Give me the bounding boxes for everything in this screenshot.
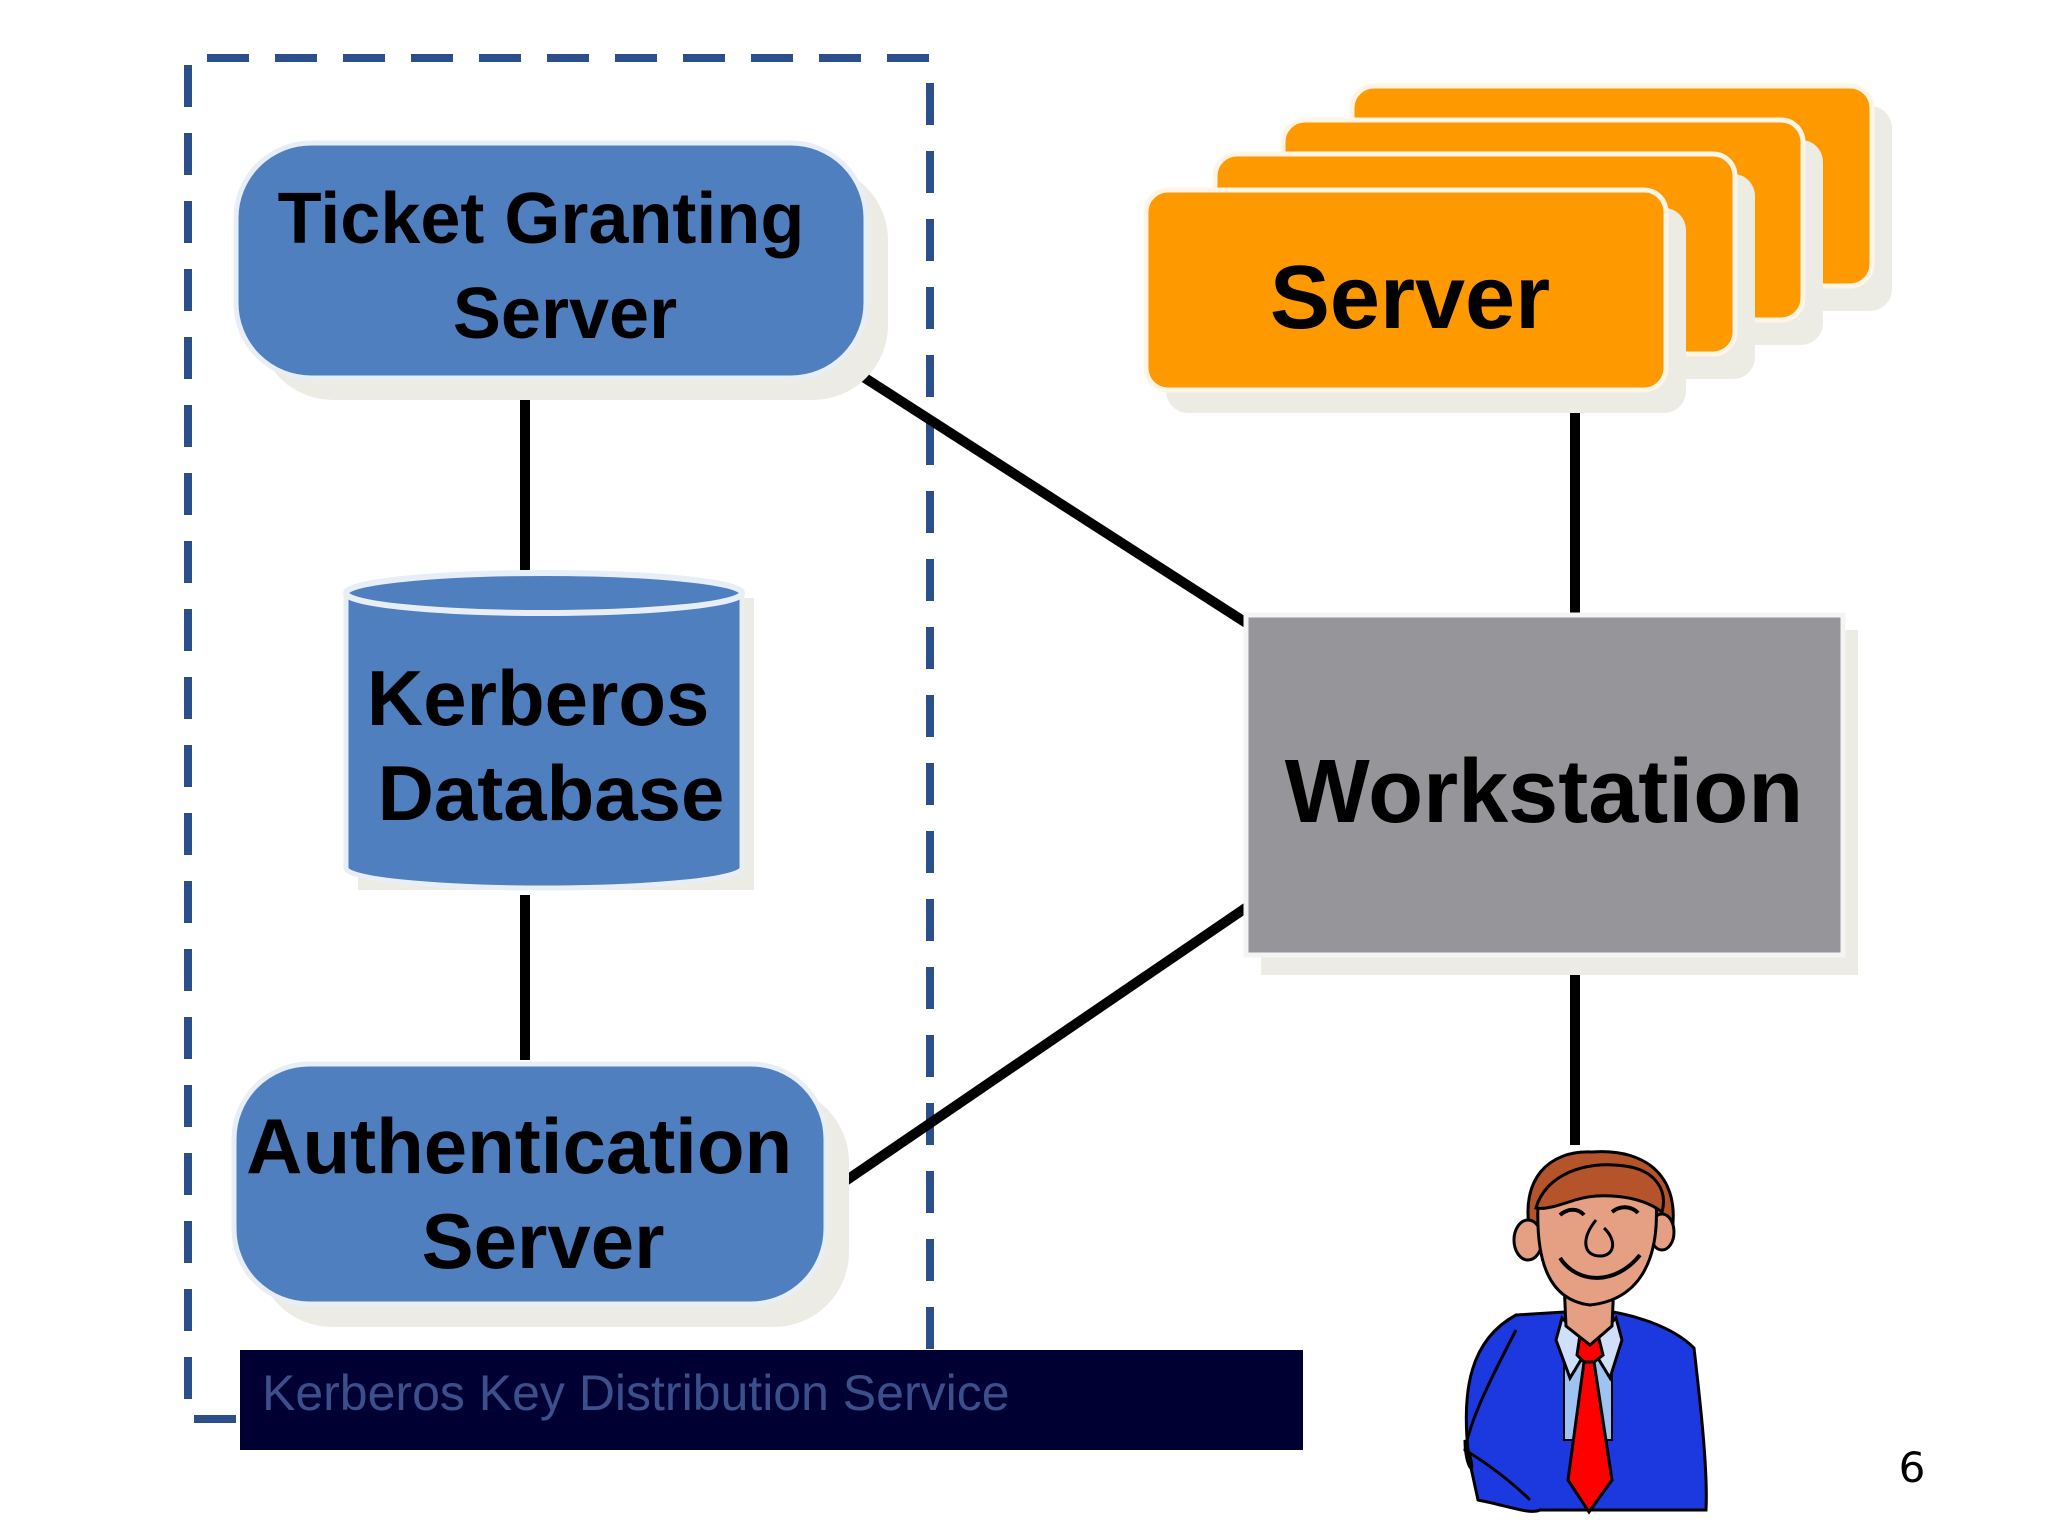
tgs-workstation-connector [837,357,1268,640]
server-stack: Server [1143,83,1892,413]
connectors [520,357,1580,1202]
database-label-line2: Database [378,749,725,837]
kdc-boundary [184,54,934,1423]
auth-label-line1: Authentication [246,1102,792,1190]
kdc-label-bar: Kerberos Key Distribution Service [240,1350,1303,1450]
svg-text:Ticket Granting Server: Ticket Granting Server [278,179,825,354]
page-number: 6 [1899,1443,1926,1492]
svg-text:Authentication Server: Authentication Server [246,1102,814,1285]
svg-text:Kerberos Database: Kerberos Database [367,654,731,837]
workstation-label: Workstation [1285,742,1803,842]
tgs-label-line1: Ticket Granting [278,179,805,259]
ticket-granting-server-box: Ticket Granting Server [233,140,888,400]
businessman-cartoon-icon [1463,1150,1708,1515]
server-card-front: Server [1143,187,1686,413]
server-label: Server [1270,248,1550,348]
tgs-label-line2: Server [453,274,677,354]
kerberos-database-cylinder: Kerberos Database [343,570,754,891]
auth-label-line2: Server [422,1197,665,1285]
database-label-line1: Kerberos [367,654,709,742]
workstation-box: Workstation [1243,612,1858,975]
auth-workstation-connector [819,900,1253,1202]
authentication-server-box: Authentication Server [231,1061,849,1327]
kdc-label: Kerberos Key Distribution Service [262,1365,1010,1421]
